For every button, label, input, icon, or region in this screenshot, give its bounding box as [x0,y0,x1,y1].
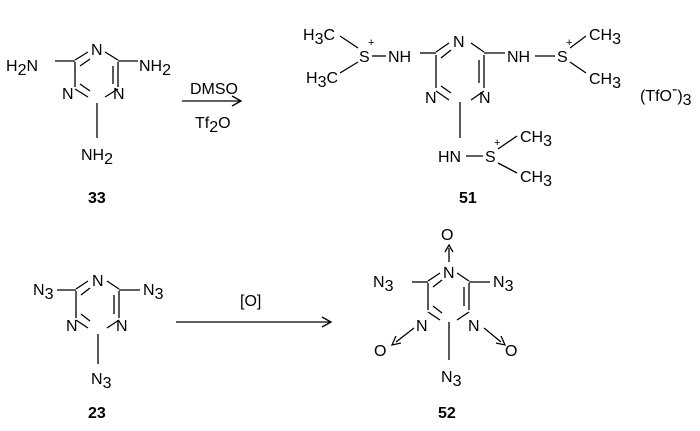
ring-nitrogen: N [468,318,480,335]
amino-group-bottom: NH2 [81,147,113,168]
triflate-counterion: (TfO-)3 [640,81,692,109]
ring-nitrogen: N [66,318,78,335]
methyl-group: H3C [306,70,338,91]
reagent-oxidant: [O] [240,293,261,310]
oxide-oxygen-right: O [505,343,517,360]
ring-nitrogen: N [416,318,428,335]
ring-nitrogen: N [453,34,465,51]
ring-nitrogen: N [92,273,104,290]
ring-nitrogen: N [113,86,125,103]
triazide-structure: N N N N3 N3 N3 [33,273,164,392]
azide-group-bottom: N3 [441,369,462,390]
ring-nitrogen: N [91,42,103,59]
sulfur-charge-left: + [368,37,374,49]
amino-group-left: H2N [6,58,38,79]
methyl-group: CH3 [589,71,621,92]
azide-group-bottom: N3 [91,371,112,392]
sulfur-atom-right: S [557,49,568,66]
reaction-arrow-1 [182,95,243,107]
ring-nitrogen: N [443,265,455,282]
nh-group-right: NH [507,49,530,66]
ring-nitrogen: N [425,90,437,107]
reagent-dmso: DMSO [190,81,238,98]
methyl-group: H3C [303,27,335,48]
azide-group-left: N3 [33,282,54,303]
sulfur-charge-right: + [566,37,572,49]
sulfur-atom-bottom: S [485,149,496,166]
nh-group-left: NH [388,49,411,66]
compound-label-51: 51 [459,190,477,207]
reaction-arrow-2 [176,316,333,328]
ring-nitrogen: N [116,318,128,335]
azide-group-right: N3 [143,282,164,303]
methyl-group: CH3 [520,129,552,150]
melamine-structure: N N N H2N NH2 NH2 [6,42,171,168]
sulfilimine-structure: N N N NH S + H3C H3C NH S + CH3 CH3 H [303,27,621,190]
oxide-oxygen-left: O [374,343,386,360]
trioxide-structure: N N N N3 N3 N3 O O O [373,227,517,390]
compound-label-52: 52 [438,405,456,422]
azide-group-right: N3 [493,274,514,295]
oxide-oxygen-top: O [441,227,453,244]
reagent-triflic-anhydride: Tf2O [195,115,231,136]
methyl-group: CH3 [589,27,621,48]
sulfur-atom-left: S [359,49,370,66]
ring-nitrogen: N [62,86,74,103]
amino-group-right: NH2 [139,58,171,79]
compound-label-23: 23 [88,405,106,422]
azide-group-left: N3 [373,274,394,295]
compound-label-33: 33 [88,190,106,207]
sulfur-charge-bottom: + [494,137,500,149]
methyl-group: CH3 [520,169,552,190]
ring-nitrogen: N [479,90,491,107]
nh-group-bottom: HN [438,149,461,166]
